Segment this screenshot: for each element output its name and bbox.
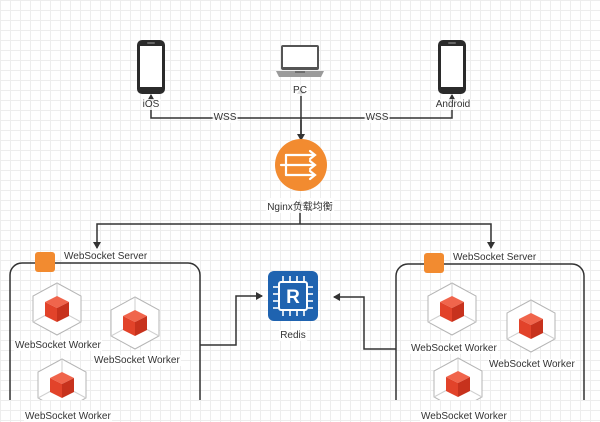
nginx-load-balancer-icon [275, 139, 327, 191]
architecture-diagram: R [9, 40, 585, 400]
lb-left-branch [93, 223, 300, 249]
left-server-title: WebSocket Server [62, 251, 150, 262]
worker-cube-icon [110, 296, 160, 350]
worker-cube-icon [433, 357, 483, 400]
wss-left-label: WSS [212, 112, 238, 123]
left-server-frame [9, 262, 201, 400]
right-server-title: WebSocket Server [451, 252, 539, 263]
redis-icon: R [268, 271, 318, 321]
lb-right-branch [300, 223, 495, 249]
worker-label: WebSocket Worker [93, 355, 181, 366]
nginx-label: Nginx负载均衡 [266, 198, 334, 213]
worker-label: WebSocket Worker [410, 343, 498, 354]
right-server-frame [395, 263, 585, 400]
pc-laptop-icon [276, 45, 324, 77]
right-server-to-redis [333, 293, 396, 350]
pc-label: PC [292, 85, 308, 96]
worker-label: WebSocket Worker [14, 340, 102, 351]
left-server-to-redis [200, 292, 263, 346]
redis-label: Redis [279, 330, 307, 341]
android-label: Android [434, 99, 472, 110]
worker-cube-icon [37, 358, 87, 400]
worker-label: WebSocket Worker [488, 359, 576, 370]
wss-right-label: WSS [364, 112, 390, 123]
ios-phone-icon [137, 40, 165, 94]
right-server-tag-icon [424, 253, 444, 273]
svg-text:R: R [286, 287, 300, 308]
worker-cube-icon [427, 282, 477, 336]
worker-cube-icon [32, 282, 82, 336]
worker-cube-icon [506, 299, 556, 353]
worker-label: WebSocket Worker [24, 411, 112, 422]
android-phone-icon [438, 40, 466, 94]
ios-label: iOS [141, 99, 161, 110]
left-server-tag-icon [35, 252, 55, 272]
worker-label: WebSocket Worker [420, 411, 508, 422]
